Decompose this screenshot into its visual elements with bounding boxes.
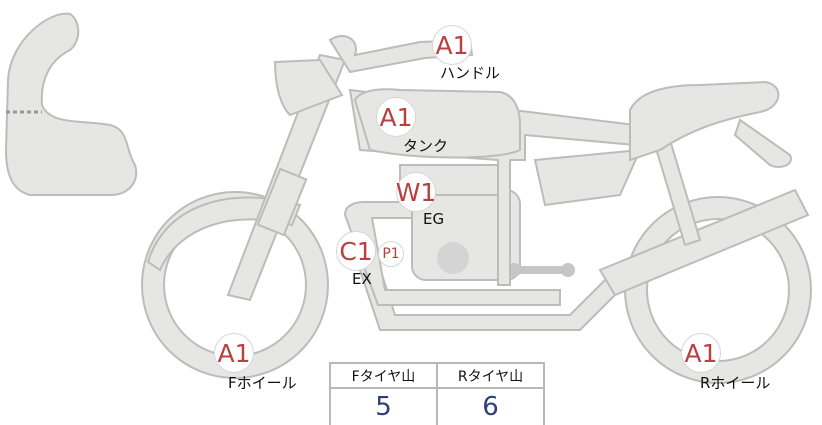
exhaust-sub-marker[interactable]: P1 [378, 241, 404, 267]
rear-fender [733, 118, 792, 168]
exhaust-pipe [343, 201, 561, 306]
swingarm [598, 188, 810, 297]
front-tread-value: 5 [329, 387, 438, 425]
front-tread-header: Fタイヤ山 [329, 362, 438, 389]
rear-wheel-label: Rホイール [700, 374, 771, 392]
headlight [273, 58, 344, 117]
handle-marker[interactable]: A1 [432, 25, 472, 65]
side-cover [533, 148, 642, 207]
handle-label: ハンドル [440, 64, 501, 82]
fairing [4, 12, 138, 196]
tank-marker[interactable]: A1 [376, 97, 416, 137]
exhaust-label: EX [352, 270, 372, 288]
engine-marker[interactable]: W1 [396, 172, 436, 212]
front-wheel-label: Fホイール [228, 374, 297, 392]
rear-tread-value: 6 [436, 387, 545, 425]
rear-wheel-marker[interactable]: A1 [681, 333, 721, 373]
exhaust-marker[interactable]: C1 [336, 231, 376, 271]
tank-label: タンク [403, 137, 449, 155]
engine-label: EG [423, 210, 445, 228]
rear-tread-header: Rタイヤ山 [436, 362, 545, 389]
front-wheel-marker[interactable]: A1 [214, 333, 254, 373]
rear-tire [625, 197, 811, 383]
seat [629, 80, 780, 162]
